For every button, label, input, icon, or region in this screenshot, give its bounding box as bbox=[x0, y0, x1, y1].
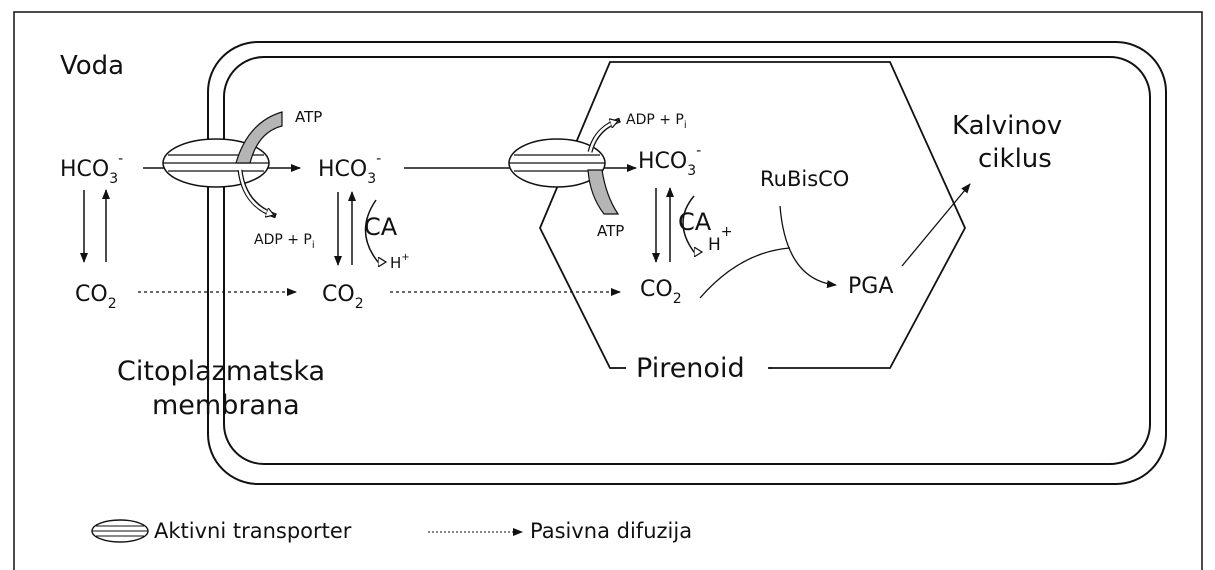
pyrenoid-hexagon bbox=[539, 61, 967, 369]
adp-label-pyrenoid: ADP + Pi bbox=[626, 112, 687, 131]
calvin-cycle-label-line1: Kalvinov bbox=[952, 111, 1062, 141]
adp-arc-membrane-core bbox=[238, 169, 274, 215]
membrane-label-line2: membrana bbox=[152, 390, 300, 421]
water-label: Voda bbox=[60, 51, 124, 81]
pyrenoid-label: Pirenoid bbox=[636, 353, 745, 384]
membrane-label-line1: Citoplazmatska bbox=[117, 356, 325, 387]
ca-label-pyrenoid: CA bbox=[678, 208, 712, 236]
adp-arc-pyrenoid-core bbox=[588, 121, 618, 153]
ca-arc-cytoplasm bbox=[364, 199, 386, 262]
pga-label: PGA bbox=[848, 274, 893, 299]
h-label-cytoplasm: H+ bbox=[390, 252, 410, 272]
co2-pyrenoid-label: CO2 bbox=[640, 277, 682, 307]
atp-label-pyrenoid: ATP bbox=[597, 222, 624, 240]
ca-label-cytoplasm: CA bbox=[364, 213, 398, 241]
co2-outside-label: CO2 bbox=[75, 282, 117, 312]
hco3-pyrenoid-label: HCO3- bbox=[638, 143, 701, 179]
hco3-outside-label: HCO3- bbox=[60, 151, 123, 187]
legend-active-transporter: Aktivni transporter bbox=[154, 519, 352, 543]
figure-frame bbox=[13, 11, 1203, 570]
active-transporter-pyrenoid bbox=[508, 138, 606, 188]
atp-label-membrane: ATP bbox=[295, 108, 322, 126]
rubisco-label: RuBisCO bbox=[760, 167, 849, 191]
atp-arc-membrane bbox=[235, 111, 283, 164]
ca-arc-pyrenoid bbox=[682, 195, 702, 252]
legend-transporter-icon bbox=[91, 519, 149, 543]
atp-arc-pyrenoid bbox=[587, 169, 620, 215]
co2-cytoplasm-label: CO2 bbox=[322, 282, 364, 312]
rubisco-to-pga-curve bbox=[779, 205, 837, 289]
calvin-cycle-label-line2: ciklus bbox=[978, 144, 1052, 174]
pga-to-calvin-arrow bbox=[901, 183, 971, 267]
adp-label-membrane: ADP + Pi bbox=[254, 232, 315, 251]
hco3-cytoplasm-label: HCO3- bbox=[318, 151, 381, 187]
pyrenoid-label-bg bbox=[628, 350, 768, 382]
legend-passive-diffusion: Pasivna difuzija bbox=[530, 519, 692, 543]
co2-to-rubisco-curve bbox=[699, 247, 791, 299]
h-label-pyrenoid: H+ bbox=[708, 224, 733, 255]
